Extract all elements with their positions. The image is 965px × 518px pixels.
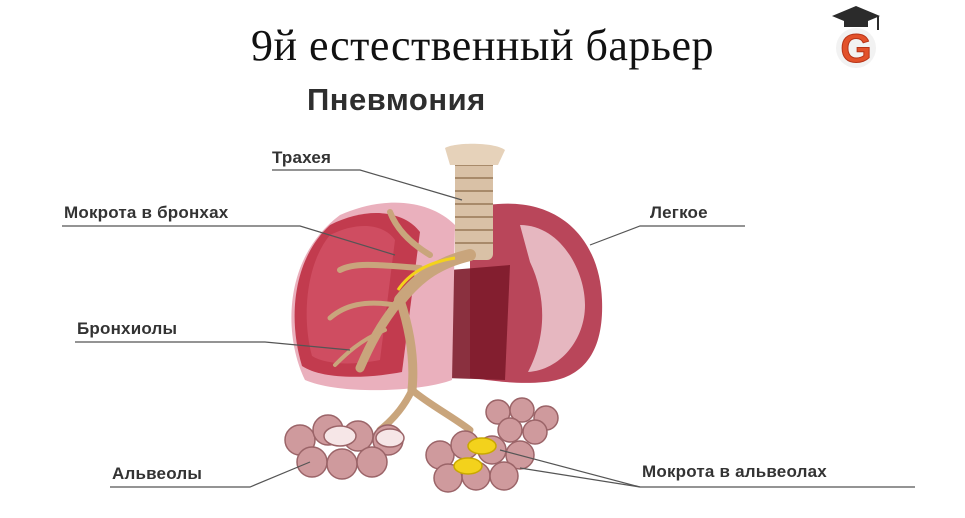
bronchial-tree: [327, 209, 476, 434]
sputum-in-alveoli: [467, 437, 497, 455]
right-lung: [445, 203, 603, 383]
label-alveoli: Альвеолы: [112, 464, 203, 483]
trachea: [445, 143, 505, 260]
leader-lines: [62, 169, 915, 488]
alveoli-cluster-right: [425, 397, 559, 493]
graduation-cap-icon: [832, 6, 880, 30]
sputum-in-bronchi: [396, 256, 456, 291]
logo-letter: G: [840, 27, 871, 70]
label-trachea: Трахея: [272, 148, 332, 167]
diagram-title: Пневмония: [307, 82, 486, 117]
label-lung: Легкое: [650, 203, 708, 222]
label-bronchioles: Бронхиолы: [77, 319, 178, 338]
alveoli-cluster-left: [284, 414, 405, 480]
logo: G: [832, 6, 880, 70]
label-sputum-bronchi: Мокрота в бронхах: [64, 203, 229, 222]
label-sputum-alveoli: Мокрота в альвеолах: [642, 462, 827, 481]
slide-title: 9й естественный барьер: [250, 21, 715, 70]
